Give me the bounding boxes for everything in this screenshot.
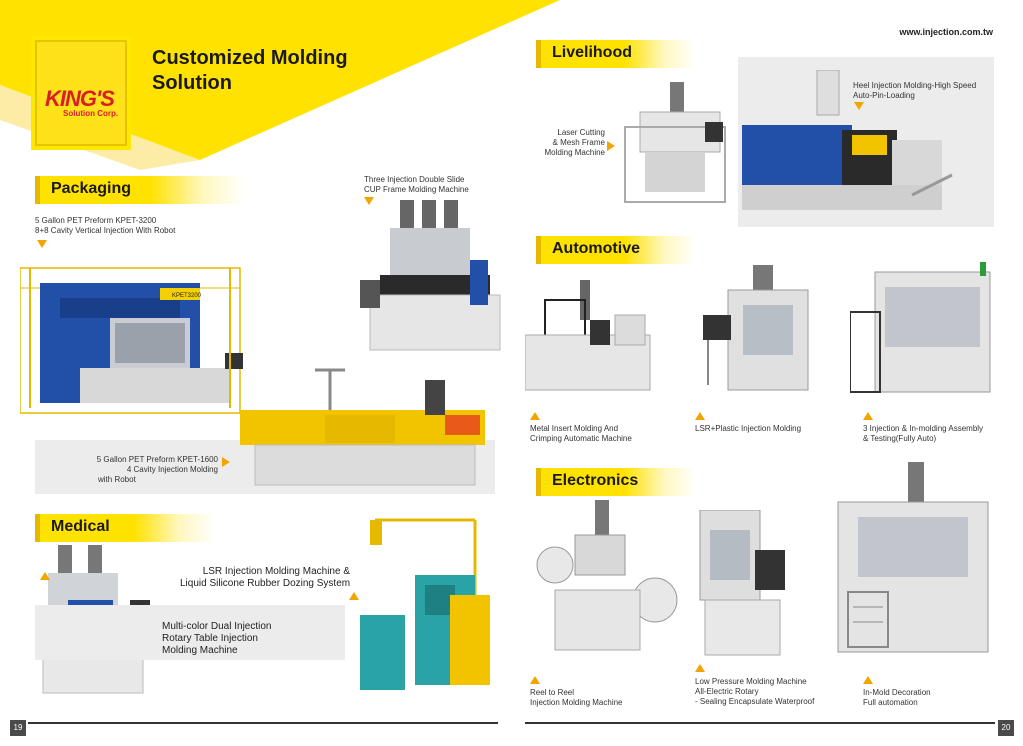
caption-line: Laser Cutting (557, 128, 605, 137)
caption-lsr-plastic: LSR+Plastic Injection Molding (695, 424, 802, 433)
caption-line: LSR Injection Molding Machine & (202, 566, 350, 577)
section-tab-electronics: Electronics (536, 468, 696, 496)
page-title: Customized Molding Solution (152, 46, 392, 96)
triangle-up-icon (695, 412, 705, 420)
triangle-up-icon (863, 676, 873, 684)
caption-line: & Mesh Frame (552, 138, 605, 147)
caption-low-pressure: Low Pressure Molding Machine All-Electri… (695, 677, 814, 707)
triangle-down-icon (37, 240, 47, 248)
low-pressure-machine-image (699, 510, 785, 656)
caption-line: In-Mold Decoration (863, 688, 931, 697)
caption-in-mold: In-Mold Decoration Full automation (863, 688, 931, 708)
caption-line: Low Pressure Molding Machine (695, 677, 807, 686)
company-logo: KING'S Solution Corp. (35, 40, 127, 146)
caption-line: 5 Gallon PET Preform KPET-3200 (35, 216, 157, 225)
page-title-line1: Customized Molding (152, 47, 348, 69)
metal-insert-machine-image (525, 280, 651, 391)
caption-line: Injection Molding Machine (530, 698, 623, 707)
kpet3200-machine-image: KPET3200 (20, 267, 243, 414)
triangle-down-icon (854, 102, 864, 110)
kpet1600-machine-image (240, 368, 485, 486)
caption-line: & Testing(Fully Auto) (863, 434, 937, 443)
website-url[interactable]: www.injection.com.tw (899, 27, 993, 37)
section-tab-medical: Medical (35, 514, 215, 542)
section-tab-packaging: Packaging (35, 176, 245, 204)
lsr-dozing-machine-image (360, 518, 490, 690)
caption-line: 5 Gallon PET Preform KPET-1600 (96, 455, 218, 464)
laser-cutting-machine-image (624, 82, 726, 203)
caption-line: Crimping Automatic Machine (530, 434, 632, 443)
caption-line: 8+8 Cavity Vertical Injection With Robot (35, 226, 176, 235)
triangle-up-icon (530, 412, 540, 420)
caption-heel-injection: Heel Injection Molding-High Speed Auto-P… (853, 81, 976, 101)
section-tab-livelihood: Livelihood (536, 40, 696, 68)
in-mold-decoration-machine-image (837, 462, 989, 653)
triangle-up-icon (530, 676, 540, 684)
caption-line: Auto-Pin-Loading (853, 91, 915, 100)
page-number-left: 19 (10, 720, 26, 736)
caption-line: CUP Frame Molding Machine (364, 185, 469, 194)
caption-line: Heel Injection Molding-High Speed (853, 81, 977, 90)
page-number-right: 20 (998, 720, 1014, 736)
triangle-right-icon (222, 457, 230, 467)
caption-cup-frame: Three Injection Double Slide CUP Frame M… (364, 175, 469, 195)
caption-line: Rotary Table Injection (162, 633, 258, 644)
logo-subtitle: Solution Corp. (63, 109, 119, 118)
triangle-up-icon (349, 592, 359, 600)
caption-line: Liquid Silicone Rubber Dozing System (180, 578, 351, 589)
caption-line: Multi-color Dual Injection (162, 621, 272, 632)
triangle-down-icon (364, 197, 374, 205)
caption-line: Reel to Reel (530, 688, 575, 697)
lsr-plastic-machine-image (703, 265, 809, 391)
caption-line: Molding Machine (162, 645, 238, 656)
triangle-up-icon (863, 412, 873, 420)
caption-metal-insert: Metal Insert Molding And Crimping Automa… (530, 424, 632, 444)
section-tab-automotive: Automotive (536, 236, 696, 264)
caption-three-injection: 3 Injection & In-molding Assembly & Test… (863, 424, 983, 444)
caption-line: 3 Injection & In-molding Assembly (863, 424, 984, 433)
footer-rule-right (525, 722, 995, 724)
reel-to-reel-machine-image (536, 500, 678, 651)
logo-brand: KING'S (45, 86, 115, 111)
caption-kpet3200: 5 Gallon PET Preform KPET-3200 8+8 Cavit… (35, 216, 175, 236)
caption-multicolor: Multi-color Dual Injection Rotary Table … (162, 621, 272, 657)
caption-lsr-dozing: LSR Injection Molding Machine & Liquid S… (180, 566, 350, 590)
triangle-up-icon (40, 572, 50, 580)
three-injection-machine-image (850, 262, 991, 393)
caption-line: 4 Cavity Injection Molding (126, 465, 218, 474)
multicolor-panel (35, 605, 345, 660)
caption-line: with Robot (98, 475, 136, 484)
caption-line: All-Electric Rotary (695, 687, 759, 696)
page-title-line2: Solution (152, 72, 232, 94)
cup-frame-machine-image (360, 200, 501, 351)
triangle-up-icon (695, 664, 705, 672)
footer-rule-left (28, 722, 498, 724)
triangle-right-icon (607, 141, 615, 151)
machine-badge: KPET3200 (172, 293, 202, 299)
caption-line: Three Injection Double Slide (364, 175, 465, 184)
heel-injection-machine-image (742, 70, 953, 210)
caption-line: Metal Insert Molding And (530, 424, 619, 433)
caption-kpet1600: 5 Gallon PET Preform KPET-1600 4 Cavity … (88, 455, 218, 485)
caption-line: Full automation (863, 698, 918, 707)
caption-line: Molding Machine (544, 148, 605, 157)
caption-laser-cutting: Laser Cutting & Mesh Frame Molding Machi… (530, 128, 605, 158)
caption-line: - Sealing Encapsulate Waterproof (695, 697, 815, 706)
caption-reel-to-reel: Reel to Reel Injection Molding Machine (530, 688, 623, 708)
